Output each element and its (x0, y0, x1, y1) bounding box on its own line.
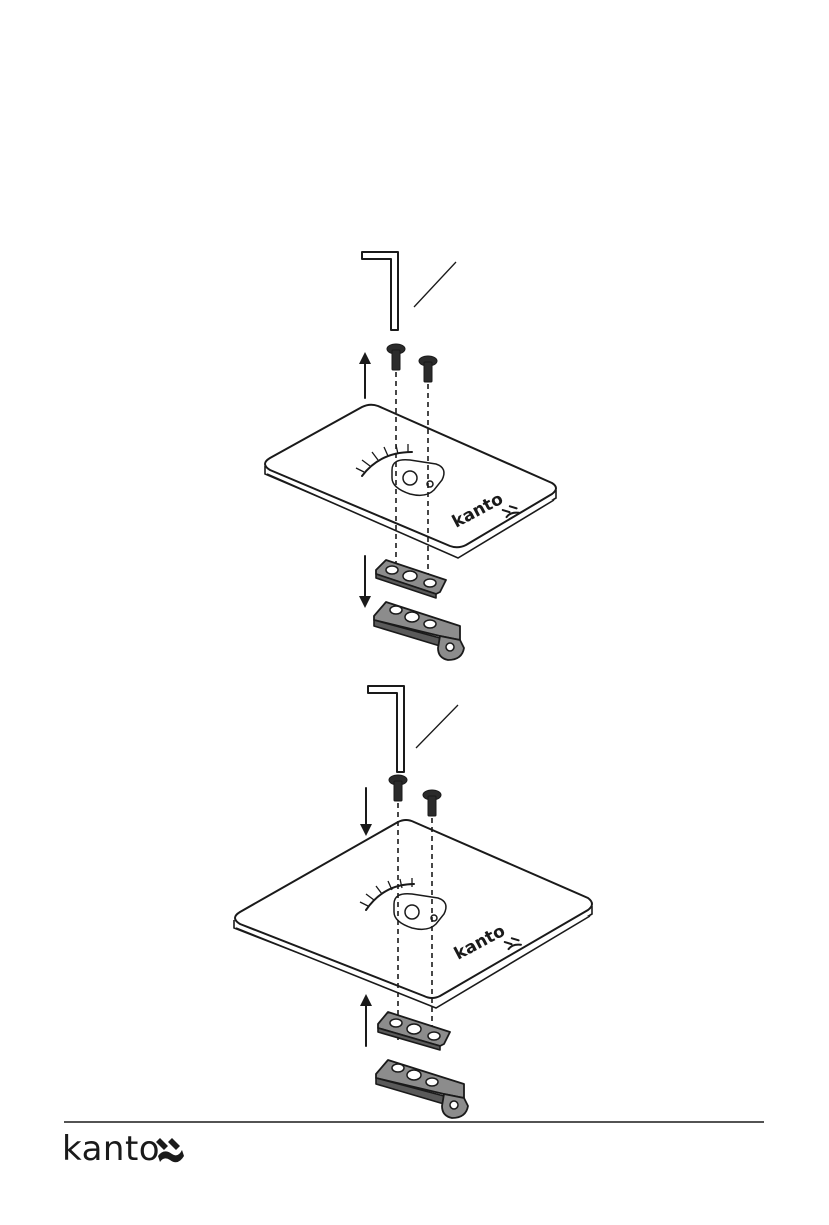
mounting-plate-large: kanto (234, 820, 592, 1008)
step-large-plate: kanto (234, 686, 592, 1118)
allen-key-icon (368, 686, 404, 772)
screw-icon (387, 344, 405, 370)
footer-logo: kanto (62, 1129, 160, 1169)
step-small-plate: kanto (265, 252, 556, 660)
clamp-bracket (374, 602, 464, 660)
clamp-bracket (376, 1060, 468, 1118)
allen-key-icon (362, 252, 398, 330)
clamp-plate (378, 1012, 450, 1050)
screw-icon (389, 775, 407, 801)
mounting-plate-small: kanto (265, 405, 556, 558)
screw-icon (419, 356, 437, 382)
kanto-mark-icon (156, 1138, 184, 1162)
screw-icon (423, 790, 441, 816)
allen-key-pointer-line (414, 262, 456, 307)
allen-key-pointer-line (416, 705, 458, 748)
clamp-plate (376, 560, 446, 598)
